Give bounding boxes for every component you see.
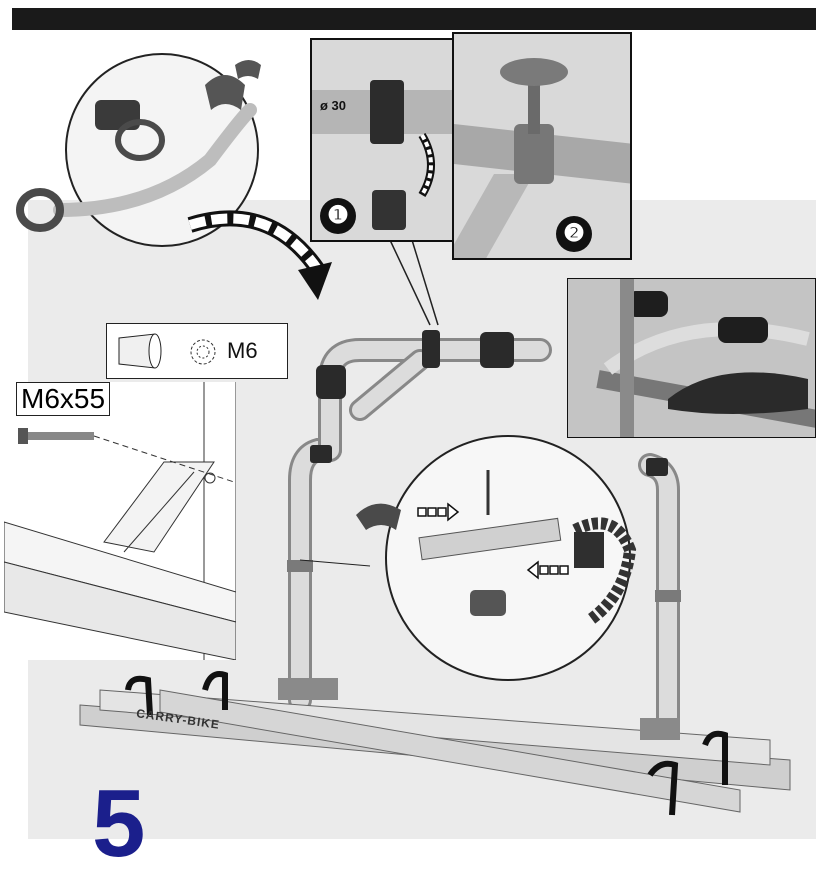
clamp-detail-circle: [299, 435, 637, 681]
photo-bike-mounted: [567, 278, 816, 438]
bolt-label: M6x55: [21, 383, 106, 414]
diameter-label: ø 30: [320, 98, 347, 113]
inset-step-two: ❷: [452, 32, 632, 260]
bolt-label-box: M6x55: [16, 382, 111, 416]
loose-clamp-part: [205, 60, 261, 110]
bolt-detail: M6x55: [4, 382, 236, 660]
curved-arrow-icon: [187, 210, 332, 300]
step-two-marker: ❷: [556, 216, 592, 252]
header-bar: [12, 8, 816, 30]
frame-clamps: [287, 330, 681, 602]
wheel-rails: [79, 678, 791, 813]
dashed-arrow-icon: [417, 502, 569, 580]
bike-rack-illustration: [16, 53, 791, 816]
nut-label: M6: [227, 338, 258, 363]
inset-step-one: ø 30 ❶: [310, 38, 460, 242]
nut-callout: M6: [106, 323, 288, 379]
step-one-marker: ❶: [320, 198, 356, 234]
wheel-straps: [125, 671, 728, 816]
step-number: 5: [92, 770, 146, 877]
